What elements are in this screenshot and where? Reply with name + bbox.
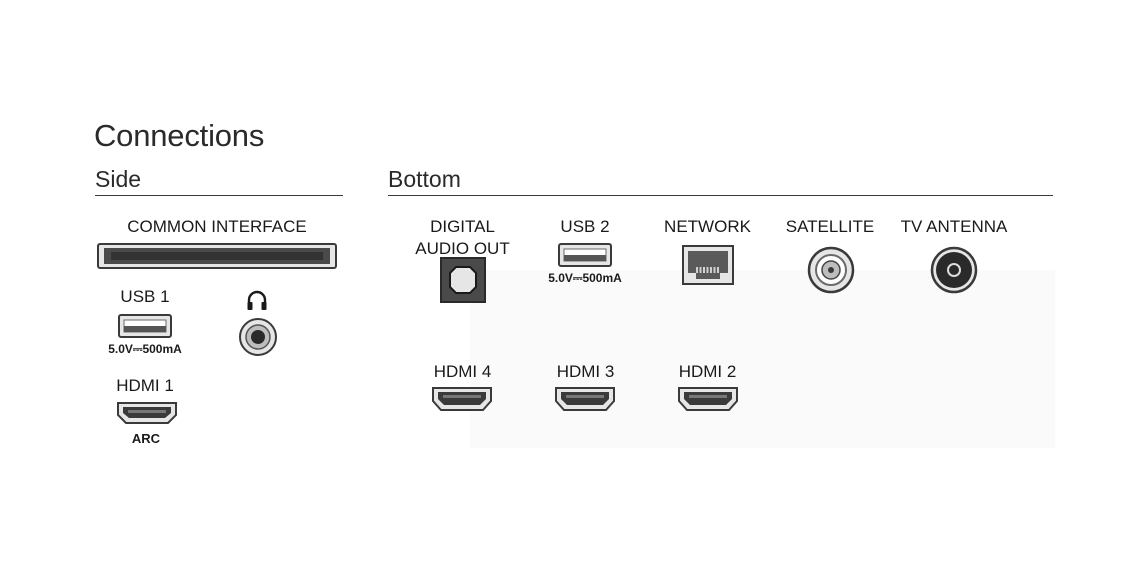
coax-satellite-icon xyxy=(807,246,855,294)
network-label: NETWORK xyxy=(664,217,751,236)
side-section-label: Side xyxy=(95,166,142,192)
tv-antenna-label: TV ANTENNA xyxy=(900,217,1008,236)
usb-port-icon xyxy=(118,314,172,338)
bottom-divider xyxy=(388,195,1053,196)
digital-audio-out-label: DIGITAL AUDIO OUT xyxy=(415,217,510,258)
usb2-label: USB 2 xyxy=(560,217,610,236)
usb-port-icon xyxy=(558,243,612,267)
hdmi-port-icon xyxy=(677,386,739,412)
hdmi-port-icon xyxy=(554,386,616,412)
page-title: Connections xyxy=(94,118,265,153)
ethernet-port-icon xyxy=(682,245,734,285)
hdmi-port-icon xyxy=(116,401,178,425)
usb1-spec: 5.0V⎓500mA xyxy=(108,342,182,356)
satellite-label: SATELLITE xyxy=(785,217,875,236)
hdmi3-label: HDMI 3 xyxy=(556,362,615,381)
bottom-section-label: Bottom xyxy=(388,166,461,192)
bottom-background-panel xyxy=(470,270,1055,448)
hdmi4-label: HDMI 4 xyxy=(433,362,492,381)
ci-slot-icon xyxy=(97,243,337,269)
hdmi2-label: HDMI 2 xyxy=(678,362,737,381)
coax-antenna-icon xyxy=(930,246,978,294)
common-interface-label: COMMON INTERFACE xyxy=(127,217,307,236)
optical-port-icon xyxy=(440,257,486,303)
hdmi1-label: HDMI 1 xyxy=(116,376,174,395)
hdmi-port-icon xyxy=(431,386,493,412)
hdmi1-arc-note: ARC xyxy=(131,431,161,446)
audio-jack-icon xyxy=(238,317,278,357)
side-divider xyxy=(95,195,343,196)
headphone-icon xyxy=(245,288,269,312)
usb1-label: USB 1 xyxy=(120,287,170,306)
usb2-spec: 5.0V⎓500mA xyxy=(548,271,622,285)
